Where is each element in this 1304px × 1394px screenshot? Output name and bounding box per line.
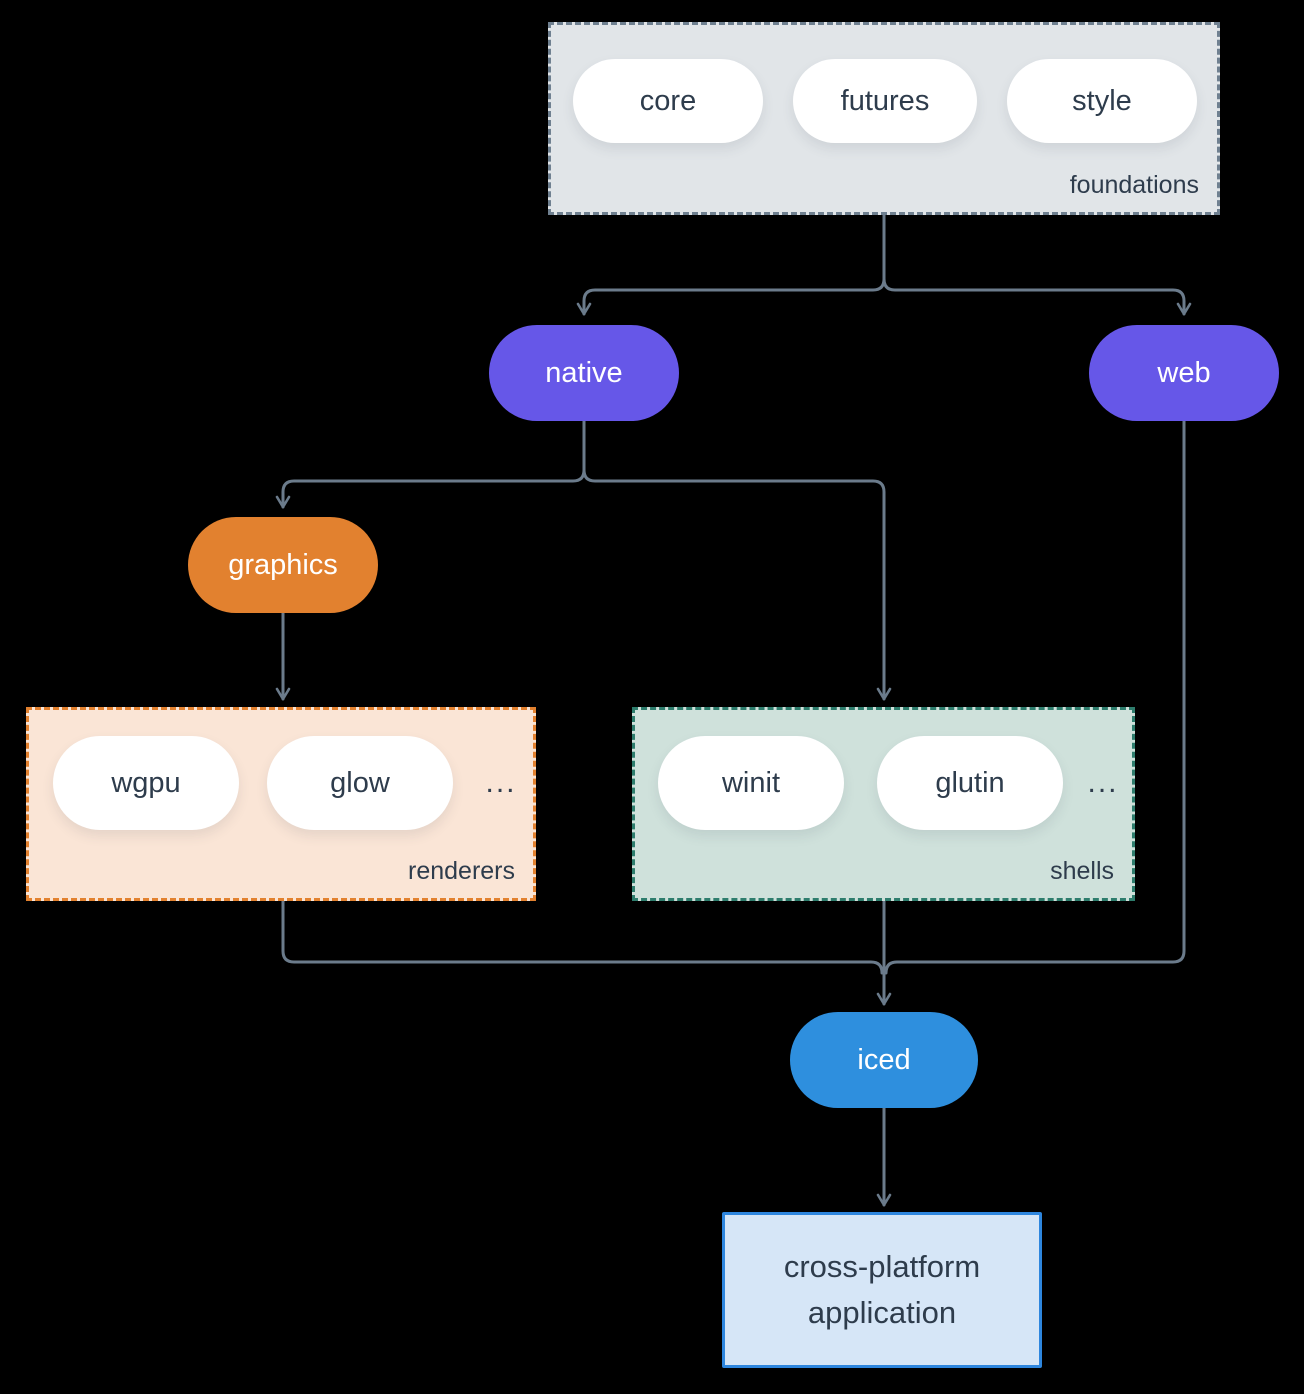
node-web: web [1089, 325, 1279, 421]
group-foundations-label: foundations [1069, 171, 1199, 199]
application-label-line2: application [807, 1295, 957, 1330]
edge-renderers-iced [281, 899, 884, 975]
pill-glow: glow [267, 736, 453, 830]
group-renderers: wgpu glow ... renderers [26, 707, 536, 901]
pill-futures: futures [793, 59, 977, 143]
pill-glutin: glutin [877, 736, 1063, 830]
application-label-line1: cross-platform [783, 1248, 981, 1284]
edge-native-shells [582, 419, 892, 701]
node-native: native [489, 325, 679, 421]
pill-core: core [573, 59, 763, 143]
node-iced: iced [790, 1012, 978, 1108]
group-shells: winit glutin ... shells [632, 707, 1135, 901]
pill-style: style [1007, 59, 1197, 143]
edge-foundations-web [882, 213, 1192, 316]
group-foundations: core futures style foundations [548, 22, 1220, 215]
group-shells-label: shells [1050, 857, 1114, 885]
edge-foundations-native [576, 213, 886, 316]
node-graphics: graphics [188, 517, 378, 613]
group-renderers-label: renderers [408, 857, 515, 885]
pill-wgpu: wgpu [53, 736, 239, 830]
renderers-ellipsis: ... [485, 766, 517, 799]
edge-native-graphics [275, 419, 586, 509]
node-cross-platform-application: cross-platform application [722, 1212, 1042, 1368]
shells-ellipsis: ... [1087, 766, 1119, 799]
pill-winit: winit [658, 736, 844, 830]
